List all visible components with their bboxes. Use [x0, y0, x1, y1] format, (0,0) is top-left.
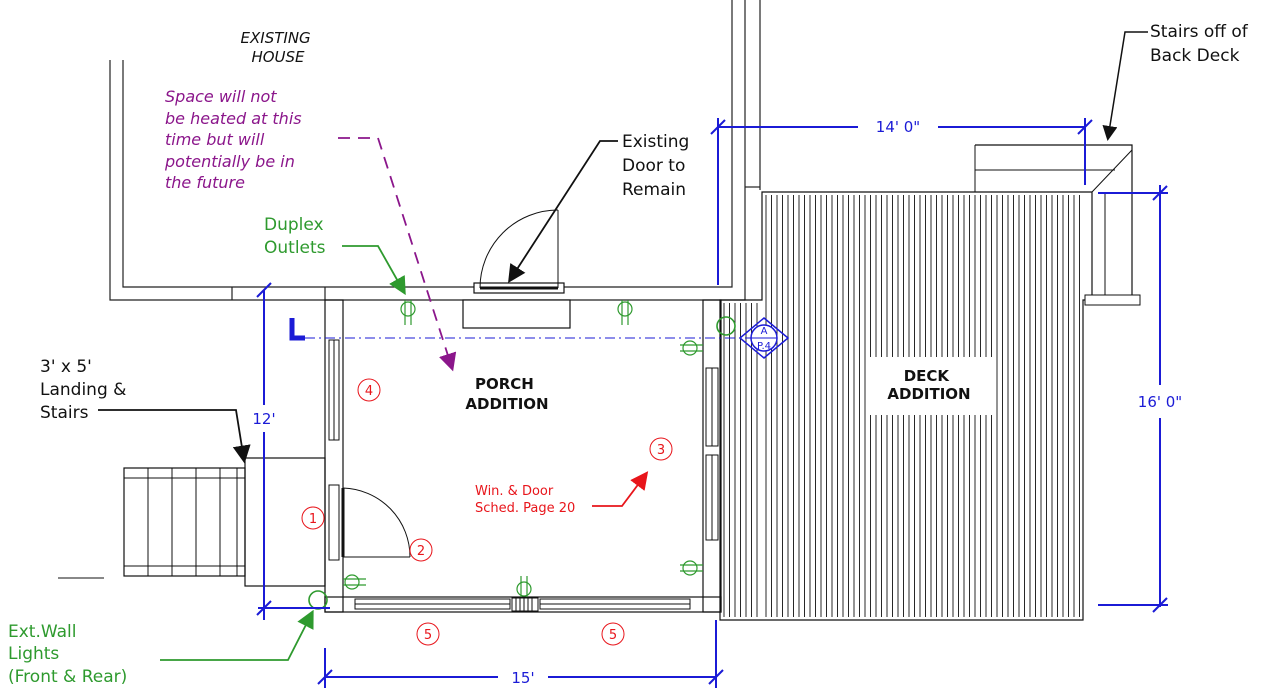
- dim-deck-width: 14' 0": [710, 118, 1093, 285]
- label-existing-house: EXISTING HOUSE: [241, 29, 316, 66]
- leader-ext-lights: [160, 609, 314, 661]
- svg-text:3: 3: [657, 443, 665, 458]
- label-duplex-outlets: Duplex Outlets: [264, 215, 329, 258]
- ext-light-front: [308, 590, 328, 610]
- svg-text:5: 5: [424, 628, 432, 643]
- leader-stairs-back-deck: [1102, 31, 1148, 141]
- label-ext-wall-lights: Ext.Wall Lights (Front & Rear): [8, 622, 127, 687]
- tag-5b: 5: [601, 622, 625, 646]
- front-landing-stairs: [58, 457, 326, 587]
- dim-porch-depth-text: 12': [252, 410, 275, 428]
- dim-deck-depth-text: 16' 0": [1138, 393, 1182, 411]
- section-marker: A P.4: [738, 317, 790, 359]
- leader-space-note: [338, 137, 457, 372]
- leader-landing: [98, 409, 251, 464]
- back-deck-stairs: [974, 144, 1141, 306]
- section-marker-page: P.4: [757, 341, 771, 352]
- dim-porch-depth: 12': [252, 282, 330, 620]
- dim-deck-depth: 16' 0": [1098, 185, 1182, 613]
- duplex-outlets: [308, 300, 736, 610]
- tag-5a: 5: [416, 622, 440, 646]
- dim-porch-width: 15': [317, 620, 724, 688]
- svg-text:1: 1: [309, 512, 317, 527]
- label-landing-stairs: 3' x 5' Landing & Stairs: [40, 357, 132, 423]
- leader-schedule: [592, 471, 649, 507]
- dim-porch-width-text: 15': [511, 669, 534, 687]
- tag-4: 4: [357, 378, 381, 402]
- tag-3: 3: [649, 437, 673, 461]
- outlet-4: [680, 560, 703, 576]
- porch-walls: [324, 299, 722, 613]
- leader-existing-door: [508, 140, 618, 284]
- section-marker-letter: A: [761, 326, 768, 337]
- label-space-note: Space will not be heated at this time bu…: [164, 87, 307, 192]
- section-line: [289, 318, 752, 341]
- label-win-door-sched: Win. & Door Sched. Page 20: [475, 484, 575, 516]
- label-existing-door: Existing Door to Remain: [622, 132, 695, 200]
- outlet-3: [680, 340, 703, 356]
- ext-light-rear: [716, 316, 736, 336]
- leader-duplex: [342, 245, 406, 296]
- label-porch-addition: PORCH ADDITION: [465, 375, 548, 413]
- svg-text:5: 5: [609, 628, 617, 643]
- existing-house-walls: [109, 0, 761, 301]
- deck: [719, 191, 1093, 621]
- label-deck-addition: DECK ADDITION: [887, 367, 970, 403]
- schedule-tags: 1 2 3 4 5 5: [301, 378, 673, 646]
- dim-deck-width-text: 14' 0": [876, 118, 920, 136]
- tag-1: 1: [301, 506, 325, 530]
- svg-text:2: 2: [417, 544, 425, 559]
- outlet-5: [343, 574, 366, 590]
- outlet-2: [617, 300, 633, 325]
- outlet-1: [400, 300, 416, 325]
- tag-2: 2: [409, 538, 433, 562]
- label-stairs-back-deck: Stairs off of Back Deck: [1150, 22, 1253, 66]
- existing-door: [462, 209, 571, 329]
- svg-text:4: 4: [365, 384, 373, 399]
- outlet-6: [516, 576, 532, 597]
